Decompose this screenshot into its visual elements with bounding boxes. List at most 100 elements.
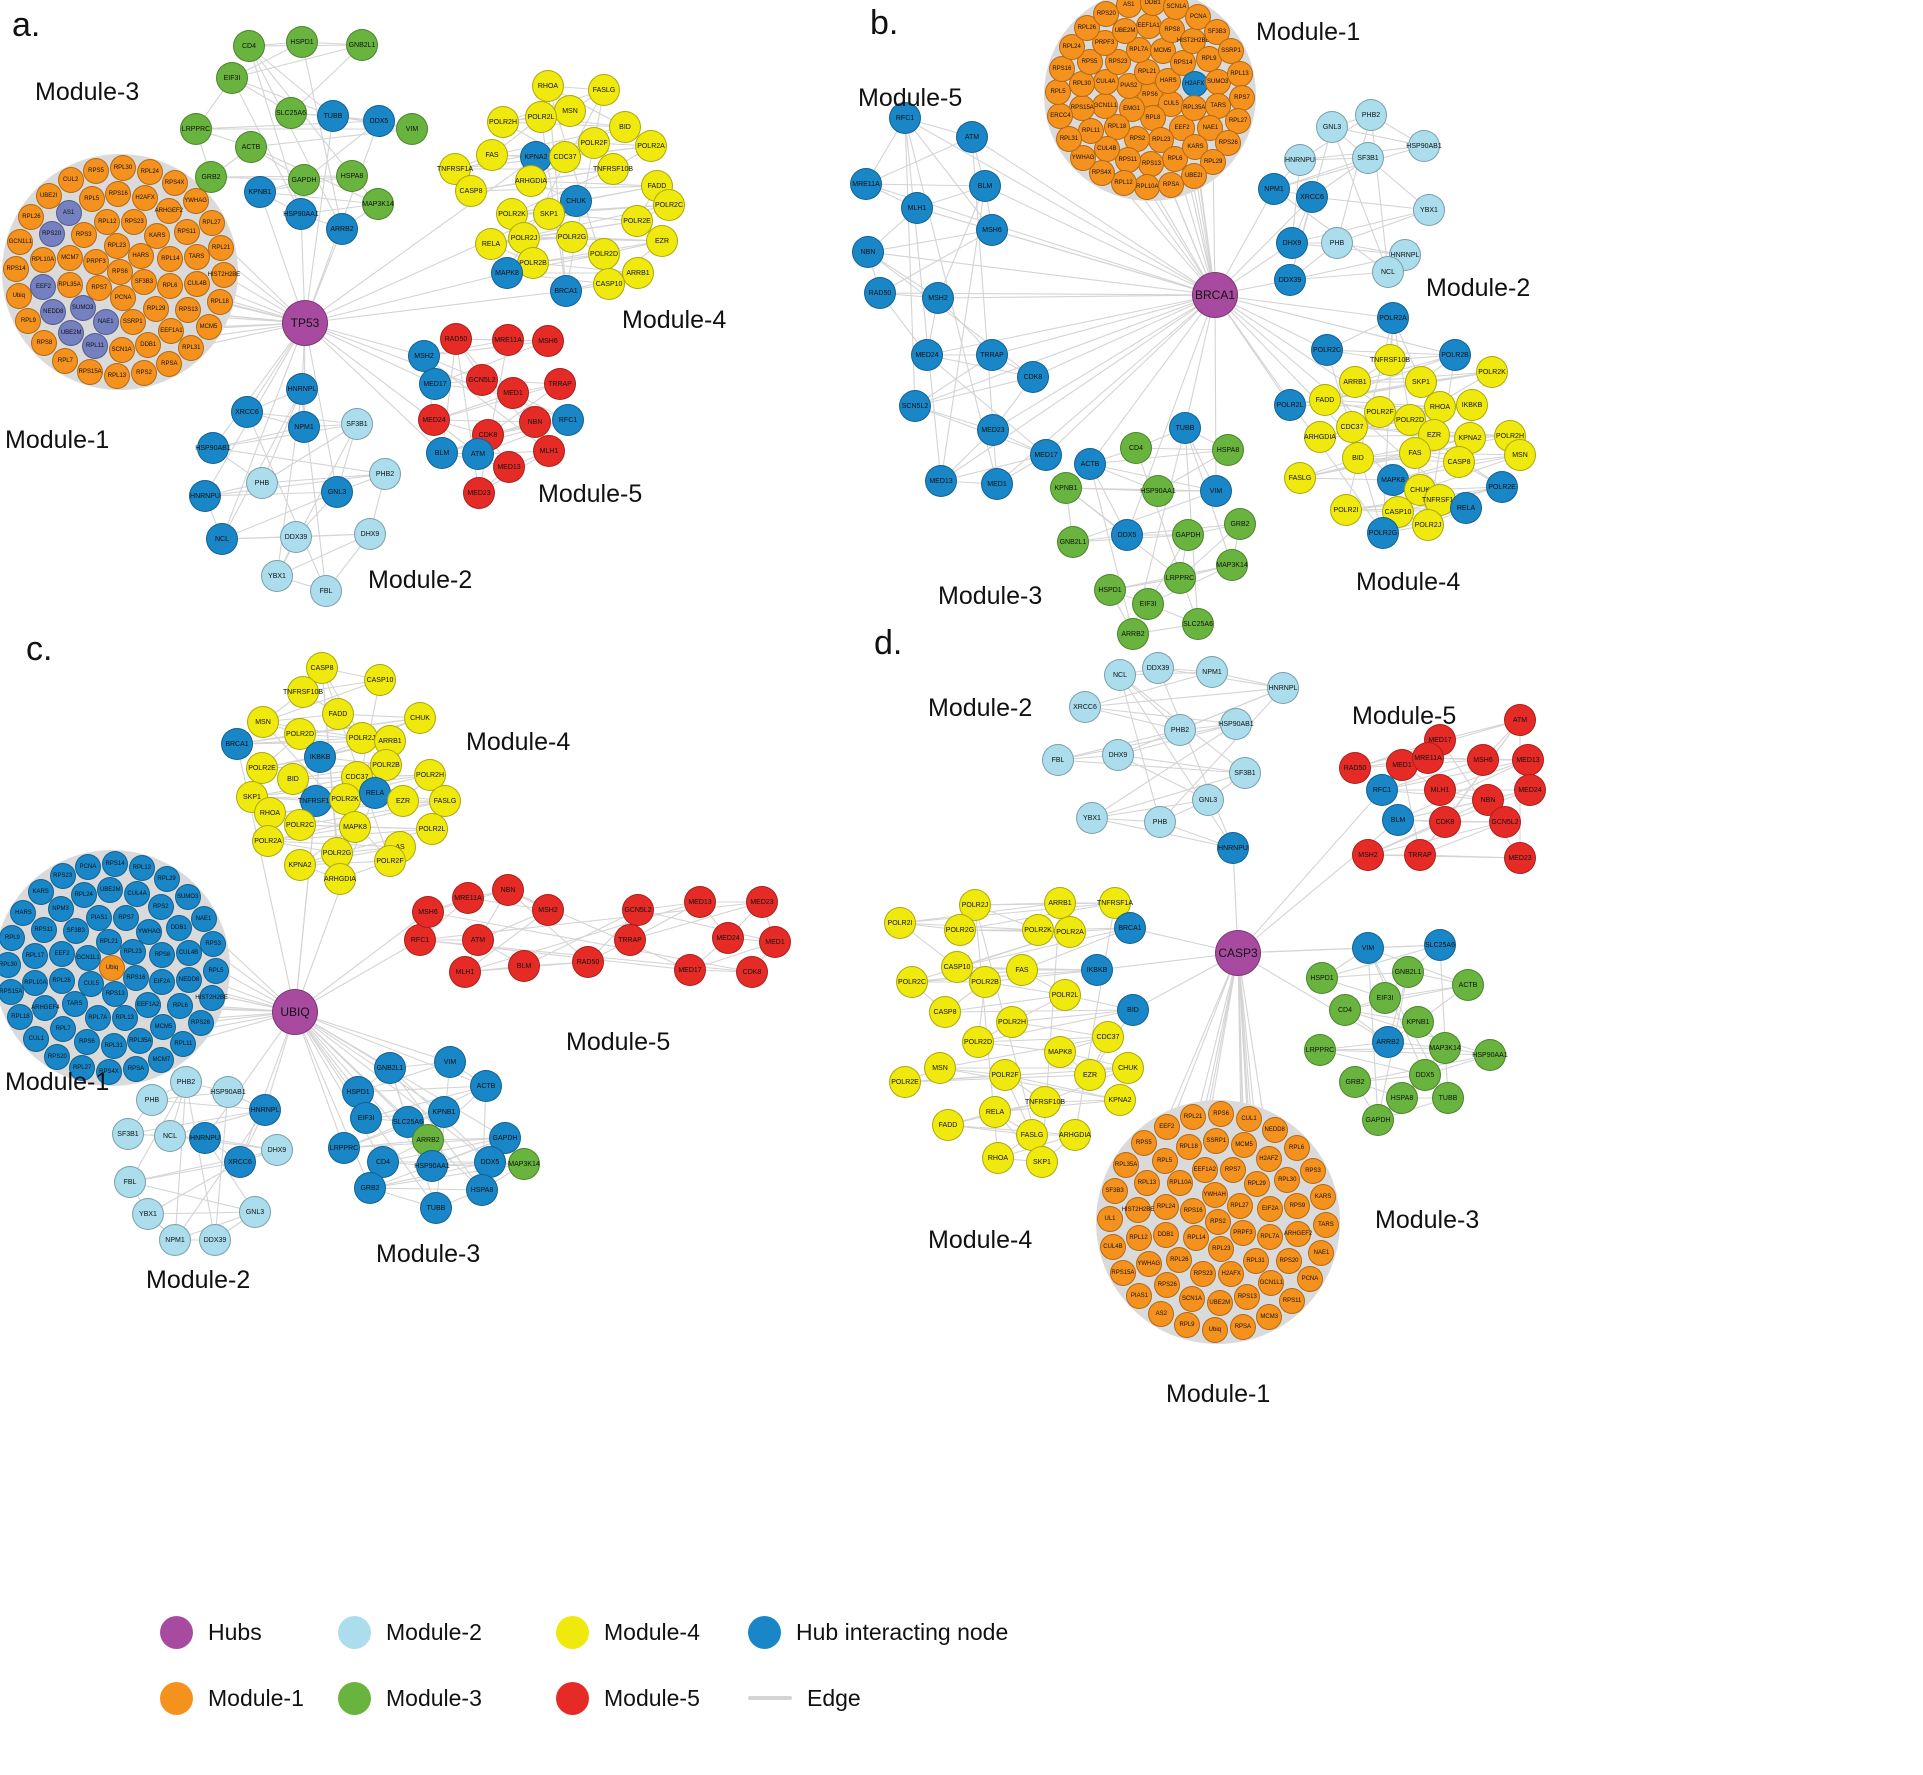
node-CUL1[interactable]: CUL1 [1235, 1105, 1262, 1132]
node-POLR2A[interactable]: POLR2A [635, 130, 667, 162]
node-HARS[interactable]: HARS [127, 243, 154, 270]
node-ARHGDIA[interactable]: ARHGDIA [1059, 1119, 1091, 1151]
node-DDX5[interactable]: DDX5 [474, 1146, 506, 1178]
node-FAS[interactable]: FAS [476, 139, 508, 171]
node-XRCC6[interactable]: XRCC6 [1296, 181, 1328, 213]
node-NEDD8[interactable]: NEDD8 [1261, 1117, 1288, 1144]
node-KARS[interactable]: KARS [144, 222, 171, 249]
node-RPS7[interactable]: RPS7 [113, 904, 140, 931]
node-ERCC4[interactable]: ERCC4 [1047, 103, 1074, 130]
node-GNB2L1[interactable]: GNB2L1 [346, 29, 378, 61]
node-SUMO3[interactable]: SUMO3 [174, 883, 201, 910]
node-MRE11A[interactable]: MRE11A [1412, 742, 1444, 774]
node-VIM[interactable]: VIM [1200, 475, 1232, 507]
node-SF3B1[interactable]: SF3B1 [112, 1118, 144, 1150]
node-CDK8[interactable]: CDK8 [736, 956, 768, 988]
node-CDK8[interactable]: CDK8 [1429, 806, 1461, 838]
node-RPL13[interactable]: RPL13 [103, 362, 130, 389]
node-POLR2L[interactable]: POLR2L [1049, 979, 1081, 1011]
node-MCM5[interactable]: MCM5 [195, 313, 222, 340]
node-GNL3[interactable]: GNL3 [1316, 111, 1348, 143]
node-SF3B3[interactable]: SF3B3 [62, 917, 89, 944]
node-RPL5[interactable]: RPL5 [1045, 79, 1072, 106]
node-RPS2[interactable]: RPS2 [147, 894, 174, 921]
node-RPL7[interactable]: RPL7 [52, 347, 79, 374]
node-MCM7[interactable]: MCM7 [148, 1046, 175, 1073]
node-RPL30[interactable]: RPL30 [110, 155, 137, 182]
node-LRPPRC[interactable]: LRPPRC [328, 1132, 360, 1164]
node-RAD50[interactable]: RAD50 [440, 323, 472, 355]
node-RPL35A[interactable]: RPL35A [56, 271, 83, 298]
node-POLR2K[interactable]: POLR2K [1022, 914, 1054, 946]
node-TRRAP[interactable]: TRRAP [544, 368, 576, 400]
node-RPS16[interactable]: RPS16 [105, 181, 132, 208]
node-YBX1[interactable]: YBX1 [132, 1198, 164, 1230]
node-RFC1[interactable]: RFC1 [1366, 774, 1398, 806]
node-RPS14[interactable]: RPS14 [3, 255, 30, 282]
node-CUL4A[interactable]: CUL4A [124, 881, 151, 908]
node-MED24[interactable]: MED24 [712, 922, 744, 954]
node-RPS3[interactable]: RPS3 [200, 931, 227, 958]
node-CUL1[interactable]: CUL1 [23, 1026, 50, 1053]
node-RPS3[interactable]: RPS3 [1300, 1157, 1327, 1184]
node-MSN[interactable]: MSN [1504, 439, 1536, 471]
node-NPM1[interactable]: NPM1 [1196, 656, 1228, 688]
node-ARRB1[interactable]: ARRB1 [1339, 366, 1371, 398]
node-HSPD1[interactable]: HSPD1 [1306, 962, 1338, 994]
node-Ubiq[interactable]: Ubiq [1201, 1316, 1228, 1343]
node-HNRNPU[interactable]: HNRNPU [1217, 832, 1249, 864]
node-RPL13[interactable]: RPL13 [111, 1005, 138, 1032]
node-CHUK[interactable]: CHUK [560, 185, 592, 217]
node-MAPK8[interactable]: MAPK8 [1044, 1036, 1076, 1068]
node-EEF2[interactable]: EEF2 [1153, 1113, 1180, 1140]
node-LRPPRC[interactable]: LRPPRC [1164, 562, 1196, 594]
node-MAP3K14[interactable]: MAP3K14 [1216, 549, 1248, 581]
node-RAD50[interactable]: RAD50 [572, 946, 604, 978]
node-HNRNPU[interactable]: HNRNPU [189, 1122, 221, 1154]
node-HSPA8[interactable]: HSPA8 [1212, 434, 1244, 466]
node-UL1[interactable]: UL1 [1097, 1205, 1124, 1232]
node-RPS11[interactable]: RPS11 [30, 917, 57, 944]
node-TARS[interactable]: TARS [183, 243, 210, 270]
node-NCL[interactable]: NCL [1372, 256, 1404, 288]
node-RPS16[interactable]: RPS16 [1048, 55, 1075, 82]
node-CDC37[interactable]: CDC37 [1336, 411, 1368, 443]
node-RPS26[interactable]: RPS26 [1154, 1272, 1181, 1299]
node-HNRNPL[interactable]: HNRNPL [1267, 672, 1299, 704]
node-XRCC6[interactable]: XRCC6 [224, 1146, 256, 1178]
node-RPL23[interactable]: RPL23 [119, 939, 146, 966]
node-YWHAG[interactable]: YWHAG [136, 918, 163, 945]
node-RPS8[interactable]: RPS8 [31, 330, 58, 357]
node-RPL17[interactable]: RPL17 [21, 943, 48, 970]
node-ARHGDIA[interactable]: ARHGDIA [1304, 421, 1336, 453]
node-POLR2E[interactable]: POLR2E [1486, 471, 1518, 503]
node-MED23[interactable]: MED23 [463, 477, 495, 509]
node-POLR2G[interactable]: POLR2G [944, 914, 976, 946]
node-RPL11[interactable]: RPL11 [170, 1030, 197, 1057]
node-RPL21[interactable]: RPL21 [1180, 1103, 1207, 1130]
node-NEDD8[interactable]: NEDD8 [40, 299, 67, 326]
node-RPL18[interactable]: RPL18 [1175, 1133, 1202, 1160]
node-DHX9[interactable]: DHX9 [1102, 739, 1134, 771]
node-RPS11[interactable]: RPS11 [173, 218, 200, 245]
node-UBE2I[interactable]: UBE2I [35, 183, 62, 210]
node-RPS7[interactable]: RPS7 [86, 274, 113, 301]
node-HNRNPL[interactable]: HNRNPL [249, 1094, 281, 1126]
node-TARS[interactable]: TARS [1312, 1212, 1339, 1239]
node-ARHGDIA[interactable]: ARHGDIA [324, 863, 356, 895]
node-MSH6[interactable]: MSH6 [976, 214, 1008, 246]
node-MED1[interactable]: MED1 [497, 377, 529, 409]
node-PHB2[interactable]: PHB2 [369, 458, 401, 490]
node-MED24[interactable]: MED24 [911, 339, 943, 371]
node-UBE2M[interactable]: UBE2M [97, 877, 124, 904]
node-TNFRSF10B[interactable]: TNFRSF10B [593, 153, 633, 185]
node-EIF3I[interactable]: EIF3I [350, 1102, 382, 1134]
node-ARRB2[interactable]: ARRB2 [1372, 1026, 1404, 1058]
node-RPS20[interactable]: RPS20 [1093, 1, 1120, 28]
node-ARHGEF2[interactable]: ARHGEF2 [1284, 1221, 1312, 1248]
node-YBX1[interactable]: YBX1 [1076, 802, 1108, 834]
node-KPNA2[interactable]: KPNA2 [1104, 1084, 1136, 1116]
node-RPL10A[interactable]: RPL10A [1167, 1170, 1194, 1197]
node-MED13[interactable]: MED13 [925, 465, 957, 497]
node-RPL9[interactable]: RPL9 [1174, 1312, 1200, 1339]
